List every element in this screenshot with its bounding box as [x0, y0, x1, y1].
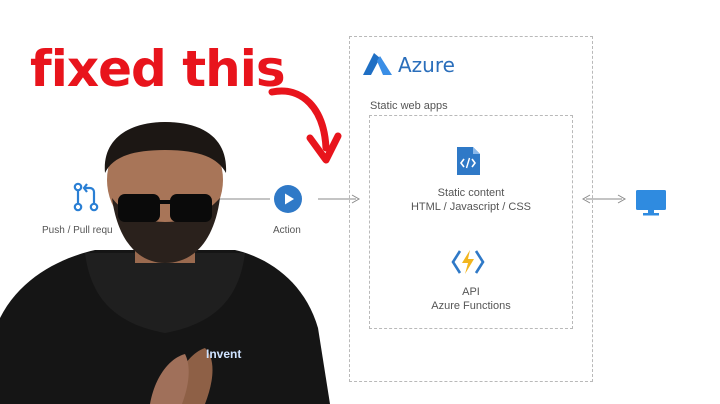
- action-play-icon: [273, 184, 303, 214]
- monitor-icon: [635, 189, 667, 217]
- hoodie-logo-text: Invent: [206, 347, 242, 361]
- code-file-icon: [455, 146, 481, 176]
- static-web-apps-container: [369, 115, 573, 329]
- red-arrow-icon: [268, 87, 342, 164]
- azure-container: [349, 36, 593, 382]
- headline-text: fixed this: [30, 40, 286, 98]
- api-title: API: [462, 286, 480, 298]
- azure-functions-icon: [451, 248, 485, 276]
- static-web-apps-label: Static web apps: [370, 100, 448, 112]
- static-content-title: Static content: [437, 187, 505, 199]
- api-subtitle: Azure Functions: [431, 300, 511, 312]
- action-label: Action: [273, 225, 301, 236]
- presenter-photo: [0, 118, 330, 404]
- git-pull-request-icon: [72, 182, 100, 212]
- azure-title: Azure: [398, 53, 455, 77]
- static-content-subtitle: HTML / Javascript / CSS: [410, 201, 531, 213]
- push-pull-request-label: Push / Pull requ: [42, 225, 113, 236]
- azure-logo-icon: [361, 52, 393, 76]
